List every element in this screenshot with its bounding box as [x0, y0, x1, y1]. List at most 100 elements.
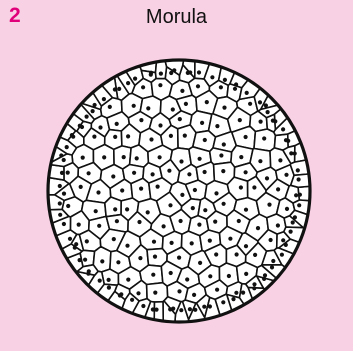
cell-nucleus: [83, 258, 87, 262]
cell-nucleus: [284, 243, 288, 247]
cell-nucleus: [252, 286, 256, 290]
cell-nucleus: [85, 115, 89, 119]
cell-nucleus: [244, 244, 248, 248]
cell-nucleus: [200, 121, 204, 125]
cell-nucleus: [79, 185, 83, 189]
cell-nucleus: [65, 145, 69, 149]
cell-nucleus: [158, 83, 162, 87]
cell-nucleus: [97, 224, 101, 228]
cell-nucleus: [146, 210, 150, 214]
cell-nucleus: [96, 190, 100, 194]
cell-nucleus: [191, 206, 195, 210]
cell-nucleus: [297, 203, 301, 207]
cell-nucleus: [141, 85, 145, 89]
cell-nucleus: [197, 70, 201, 74]
cell-nucleus: [214, 191, 218, 195]
cell-nucleus: [141, 304, 145, 308]
cell-nucleus: [180, 89, 184, 93]
cell-walls: [28, 40, 330, 342]
blastomere-cell: [63, 40, 118, 99]
cell-nucleus: [264, 103, 268, 107]
cell-nucleus: [266, 110, 270, 114]
cell-nucleus: [286, 139, 290, 143]
cell-nucleus: [60, 171, 64, 175]
cell-nucleus: [125, 207, 129, 211]
cell-nucleus: [223, 78, 227, 82]
cell-nucleus: [138, 256, 142, 260]
cell-nucleus: [151, 172, 155, 176]
cell-nucleus: [178, 117, 182, 121]
cell-nucleus: [162, 224, 166, 228]
cell-nucleus: [81, 156, 85, 160]
cell-nucleus: [259, 120, 263, 124]
cell-nucleus: [59, 153, 63, 157]
cell-nucleus: [188, 70, 192, 74]
cell-nucleus: [70, 133, 74, 137]
cell-nucleus: [222, 202, 226, 206]
cell-nucleus: [146, 106, 150, 110]
cell-nucleus: [78, 258, 82, 262]
cell-nucleus: [289, 230, 293, 234]
cell-nucleus: [208, 239, 212, 243]
cell-nucleus: [239, 185, 243, 189]
cell-nucleus: [170, 241, 174, 245]
cell-nucleus: [262, 136, 266, 140]
cell-nucleus: [126, 278, 130, 282]
cell-nucleus: [210, 75, 214, 79]
cell-nucleus: [66, 204, 70, 208]
cell-nucleus: [132, 104, 136, 108]
cell-nucleus: [284, 173, 288, 177]
cell-nucleus: [291, 220, 295, 224]
cell-nucleus: [117, 87, 121, 91]
cell-nucleus: [271, 259, 275, 263]
cell-nucleus: [68, 237, 72, 241]
cell-nucleus: [289, 151, 293, 155]
cell-nucleus: [111, 174, 115, 178]
cell-nucleus: [263, 273, 267, 277]
cell-nucleus: [113, 135, 117, 139]
cell-nucleus: [112, 237, 116, 241]
cell-nucleus: [113, 207, 117, 211]
cell-nucleus: [278, 158, 282, 162]
blastomere-cell: [28, 40, 101, 110]
cell-nucleus: [78, 124, 82, 128]
cell-nucleus: [153, 291, 157, 295]
cell-nucleus: [126, 81, 130, 85]
cell-nucleus: [193, 188, 197, 192]
cell-nucleus: [180, 193, 184, 197]
cell-nucleus: [192, 293, 196, 297]
cell-nucleus: [296, 168, 300, 172]
cell-nucleus: [151, 273, 155, 277]
cell-nucleus: [187, 172, 191, 176]
cell-nucleus: [172, 68, 176, 72]
cell-nucleus: [58, 213, 62, 217]
blastomere-cell: [274, 77, 330, 135]
cell-nucleus: [298, 193, 302, 197]
cell-nucleus: [169, 134, 173, 138]
blastomere-cell: [78, 291, 125, 342]
cell-nucleus: [132, 171, 136, 175]
cell-nucleus: [228, 237, 232, 241]
cell-nucleus: [177, 256, 181, 260]
blastomere-cell: [105, 197, 121, 217]
cell-nucleus: [58, 184, 62, 188]
cell-nucleus: [244, 135, 248, 139]
cell-nucleus: [280, 253, 284, 257]
cell-nucleus: [262, 277, 266, 281]
cell-nucleus: [171, 107, 175, 111]
cell-nucleus: [208, 304, 212, 308]
cell-nucleus: [203, 170, 207, 174]
blastomere-cell: [262, 265, 331, 316]
cell-nucleus: [198, 157, 202, 161]
cell-nucleus: [179, 219, 183, 223]
blastomere-cell: [230, 40, 280, 88]
cell-nucleus: [297, 177, 301, 181]
cell-nucleus: [269, 238, 273, 242]
cell-nucleus: [107, 286, 111, 290]
cell-nucleus: [244, 272, 248, 276]
cell-nucleus: [118, 293, 122, 297]
cell-nucleus: [276, 187, 280, 191]
cell-nucleus: [102, 155, 106, 159]
cell-nucleus: [179, 308, 183, 312]
cell-nucleus: [122, 155, 126, 159]
